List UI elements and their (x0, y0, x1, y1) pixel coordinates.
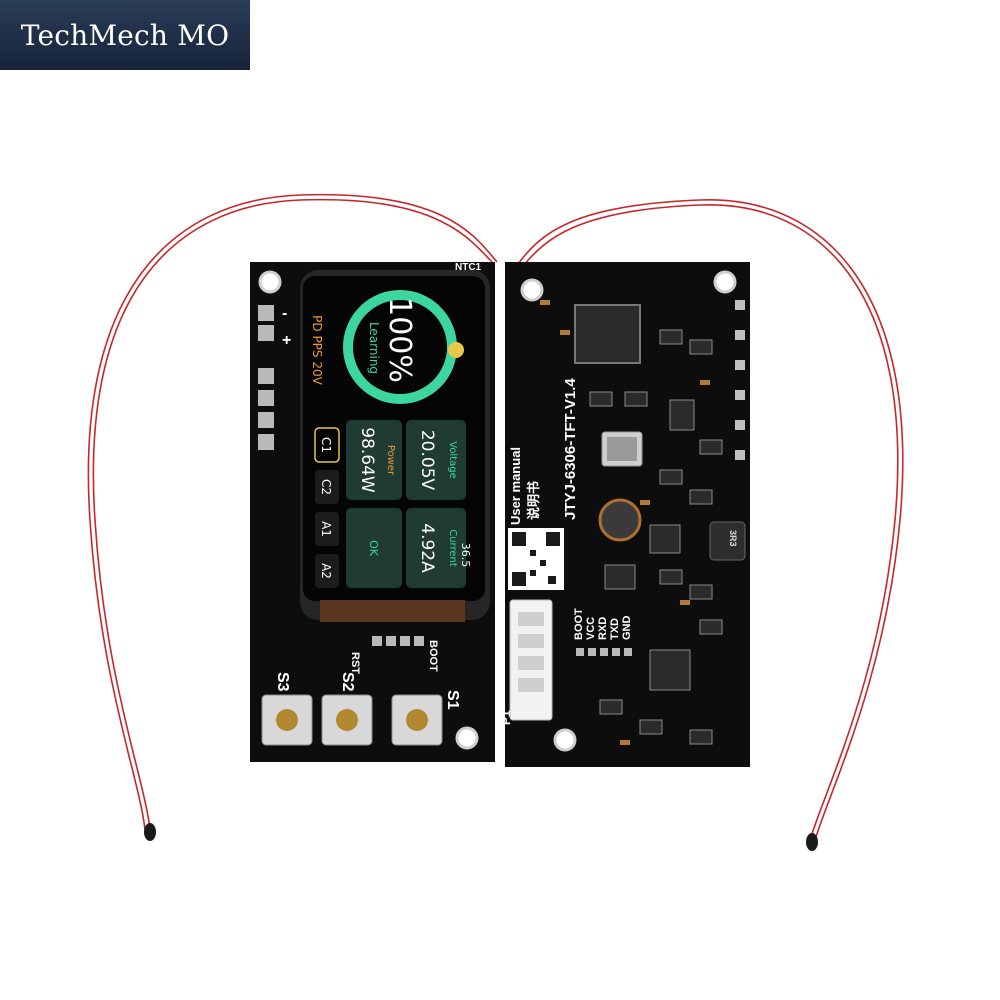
button-s2[interactable] (321, 694, 373, 746)
current-value: 4.92A (417, 523, 437, 573)
voltage-tile (406, 420, 466, 500)
manual-en: User manual (508, 447, 523, 525)
power-header (258, 305, 274, 341)
pin-vcc: VCC (585, 617, 597, 640)
pin-boot: BOOT (573, 608, 585, 640)
smd-resistors (540, 300, 710, 745)
channel-a1: A1 (319, 521, 333, 537)
model-text: JTYJ-6306-TFT-V1.4 (562, 378, 579, 520)
ok-text: OK (367, 540, 380, 557)
signal-header (258, 368, 274, 450)
pin-txd: TXD (609, 618, 621, 640)
connector-pins (518, 612, 544, 692)
pin-pads (576, 648, 632, 656)
minus-label: - (282, 305, 287, 322)
channel-a2-box (315, 554, 339, 588)
back-board: 3R3 (499, 262, 750, 767)
mode-text: PD PPS 20V (310, 315, 324, 385)
crystal-top (607, 437, 637, 461)
qr-code (508, 528, 564, 590)
edge-pads (735, 300, 745, 460)
channel-c2-box (315, 470, 339, 504)
channel-c2: C2 (319, 479, 333, 495)
screen-content: 100% Learning PD PPS 20V Voltage 20.05V … (310, 290, 472, 588)
ok-tile (346, 508, 402, 588)
ring-indicator (448, 342, 464, 358)
pin-gnd: GND (621, 616, 633, 641)
s2-label: S2 (339, 672, 356, 692)
mounting-hole (553, 728, 577, 752)
status-text: Learning (367, 322, 381, 374)
percent-text: 100% (382, 297, 417, 383)
manual-cn: 说明书 (526, 481, 541, 520)
boot-label: BOOT (427, 640, 439, 672)
voltage-value: 20.05V (417, 430, 437, 491)
brand-watermark: TechMech MO (0, 0, 250, 70)
mounting-hole (520, 278, 544, 302)
channel-list: C1 C2 A1 A2 (314, 427, 340, 588)
current-label: Current (447, 529, 458, 567)
thermistor-bead-left (144, 823, 156, 841)
inductor-marking: 3R3 (728, 530, 738, 547)
button-s3[interactable] (261, 694, 313, 746)
boot-rst-header (372, 636, 424, 646)
mounting-hole (455, 726, 479, 750)
current-tile (406, 508, 466, 588)
smd-components (589, 329, 723, 745)
thermistor-wire-left (87, 193, 498, 831)
plus-label: + (282, 332, 291, 349)
channel-c1: C1 (319, 437, 333, 453)
mcu-chip (574, 304, 641, 364)
channel-a2: A2 (319, 563, 333, 579)
mounting-hole (713, 270, 737, 294)
p1-label: P1 (499, 710, 513, 725)
ntc-label: NTC1 (455, 262, 482, 273)
thermistor-wire-right (517, 199, 904, 841)
pin-labels: BOOT VCC RXD TXD GND (573, 608, 633, 640)
pin-rxd: RXD (597, 617, 609, 640)
s3-label: S3 (274, 672, 291, 692)
power-label: Power (385, 445, 396, 476)
button-s1[interactable] (391, 694, 443, 746)
display-flex-cable (320, 600, 465, 622)
power-tile (346, 420, 402, 500)
rst-label: RST (349, 652, 361, 674)
front-board: - + NTC1 100% Learning PD PPS 20V Voltag… (250, 262, 495, 762)
channel-a1-box (315, 512, 339, 546)
inductor (598, 498, 642, 542)
inductor-3r3 (709, 521, 746, 561)
mounting-hole (258, 270, 282, 294)
channel-c1-highlight (314, 427, 340, 463)
power-value: 98.64W (357, 427, 377, 493)
temperature-text: 36.5 (459, 543, 472, 568)
thermistor-bead-right (806, 833, 818, 851)
s1-label: S1 (444, 690, 461, 710)
voltage-label: Voltage (447, 441, 458, 479)
